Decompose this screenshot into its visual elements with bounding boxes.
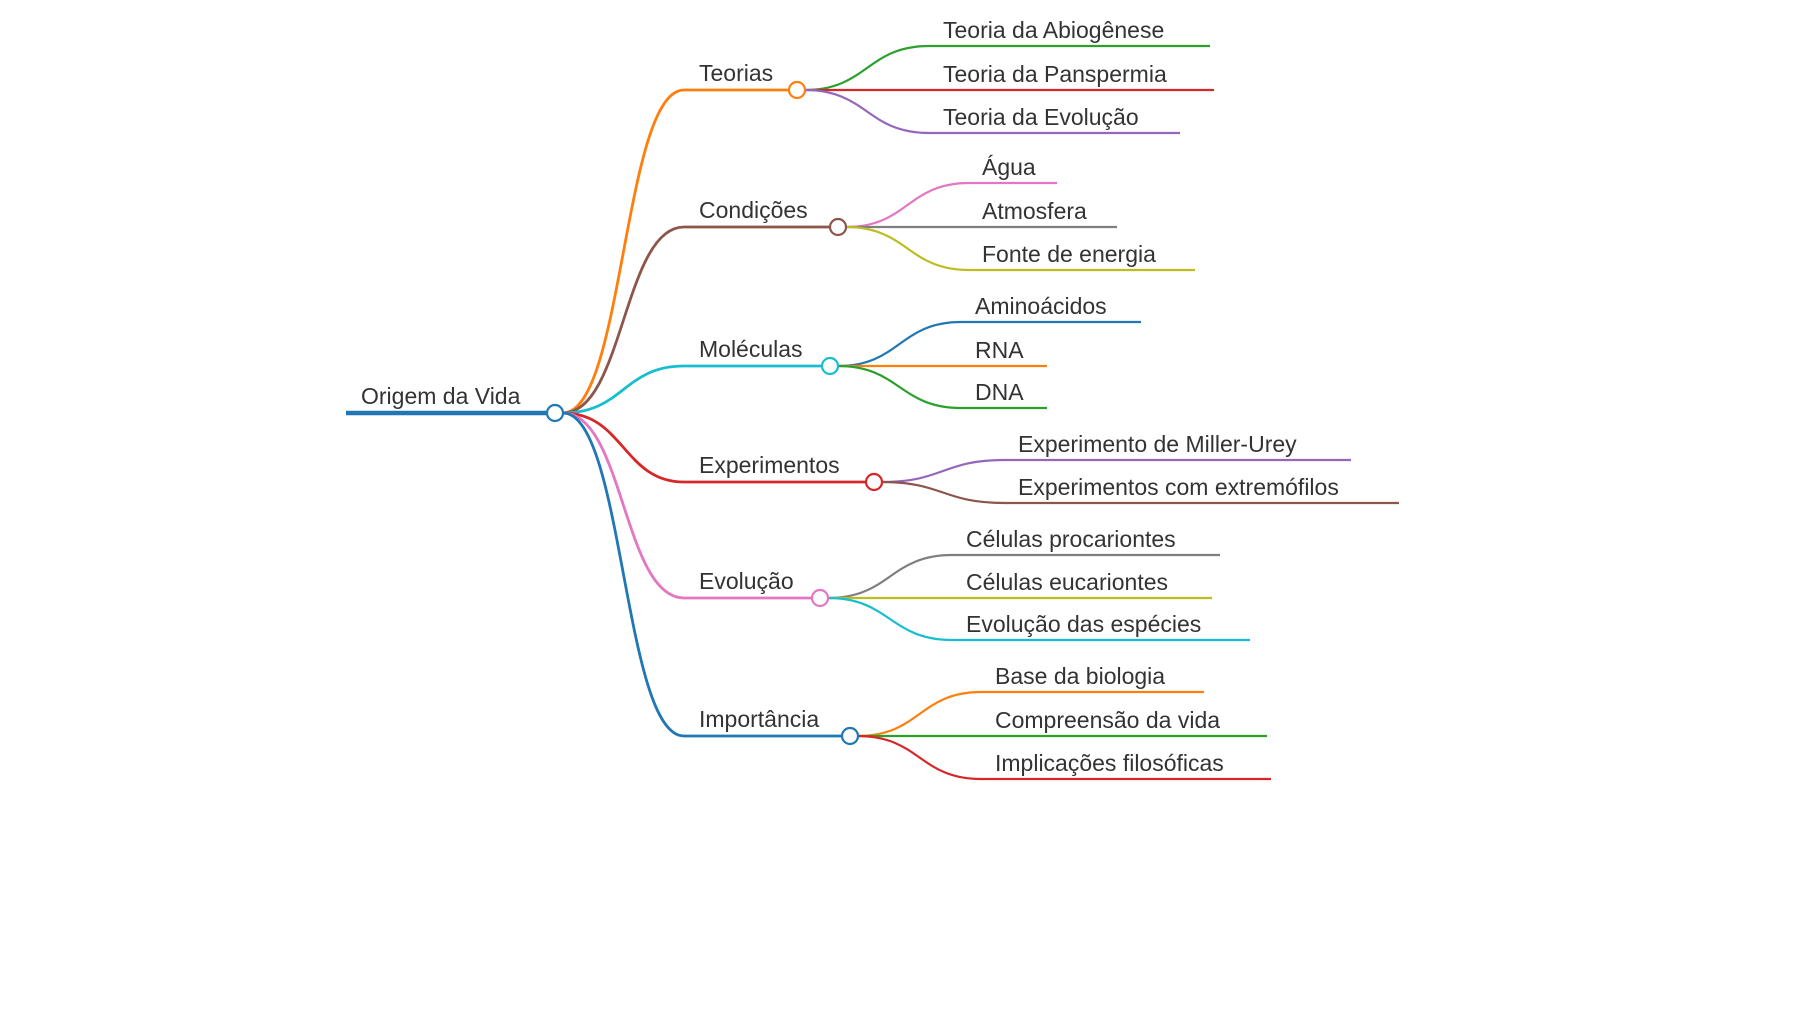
- leaf-link: [857, 690, 1204, 738]
- leaf-node-label[interactable]: Células procariontes: [966, 526, 1176, 552]
- leaf-link: [804, 88, 1180, 135]
- branch-node-label[interactable]: Teorias: [699, 60, 773, 86]
- branch-link: [562, 225, 830, 415]
- leaf-node-label[interactable]: Células eucariontes: [966, 569, 1168, 595]
- leaf-node-label[interactable]: Implicações filosóficas: [995, 750, 1224, 776]
- branch-node-label[interactable]: Evolução: [699, 568, 794, 594]
- branch-node-label[interactable]: Condições: [699, 197, 808, 223]
- links: [346, 44, 1399, 781]
- root-node-label[interactable]: Origem da Vida: [361, 383, 521, 409]
- leaf-link: [845, 181, 1057, 229]
- leaf-node-label[interactable]: Experimentos com extremófilos: [1018, 474, 1339, 500]
- leaf-link: [827, 596, 1250, 642]
- leaf-link: [857, 734, 1271, 781]
- leaf-node-label[interactable]: RNA: [975, 337, 1024, 363]
- leaf-link: [804, 44, 1210, 92]
- collapse-toggle[interactable]: [810, 588, 830, 608]
- leaf-node-label[interactable]: Experimento de Miller-Urey: [1018, 431, 1297, 457]
- branch-link: [562, 364, 822, 415]
- leaf-node-label[interactable]: Teoria da Panspermia: [943, 61, 1167, 87]
- leaf-link: [845, 225, 1195, 272]
- branch-link: [562, 88, 789, 415]
- branch-link: [562, 411, 866, 484]
- collapse-toggle[interactable]: [828, 217, 848, 237]
- leaf-node-label[interactable]: Base da biologia: [995, 663, 1165, 689]
- leaf-node-label[interactable]: Fonte de energia: [982, 241, 1156, 267]
- leaf-node-label[interactable]: Evolução das espécies: [966, 611, 1201, 637]
- branch-node-label[interactable]: Moléculas: [699, 336, 803, 362]
- leaf-link: [881, 480, 1399, 505]
- leaf-node-label[interactable]: Aminoácidos: [975, 293, 1107, 319]
- root-collapse-toggle[interactable]: [545, 403, 565, 423]
- branch-node-label[interactable]: Experimentos: [699, 452, 840, 478]
- collapse-toggle[interactable]: [820, 356, 840, 376]
- leaf-node-label[interactable]: Teoria da Evolução: [943, 104, 1139, 130]
- branch-link: [562, 411, 812, 600]
- branch-link: [562, 411, 842, 738]
- leaf-link: [827, 553, 1220, 600]
- leaf-node-label[interactable]: DNA: [975, 379, 1024, 405]
- leaf-node-label[interactable]: Compreensão da vida: [995, 707, 1220, 733]
- branch-node-label[interactable]: Importância: [699, 706, 819, 732]
- leaf-node-label[interactable]: Atmosfera: [982, 198, 1087, 224]
- leaf-link: [837, 320, 1141, 368]
- leaf-link: [881, 458, 1351, 484]
- collapse-toggle[interactable]: [787, 80, 807, 100]
- leaf-link: [837, 364, 1047, 410]
- nodes: Origem da Vida Teorias Teoria da Abiogênes…: [361, 17, 1339, 776]
- leaf-node-label[interactable]: Teoria da Abiogênese: [943, 17, 1164, 43]
- collapse-toggle[interactable]: [864, 472, 884, 492]
- leaf-node-label[interactable]: Água: [982, 154, 1036, 180]
- collapse-toggle[interactable]: [840, 726, 860, 746]
